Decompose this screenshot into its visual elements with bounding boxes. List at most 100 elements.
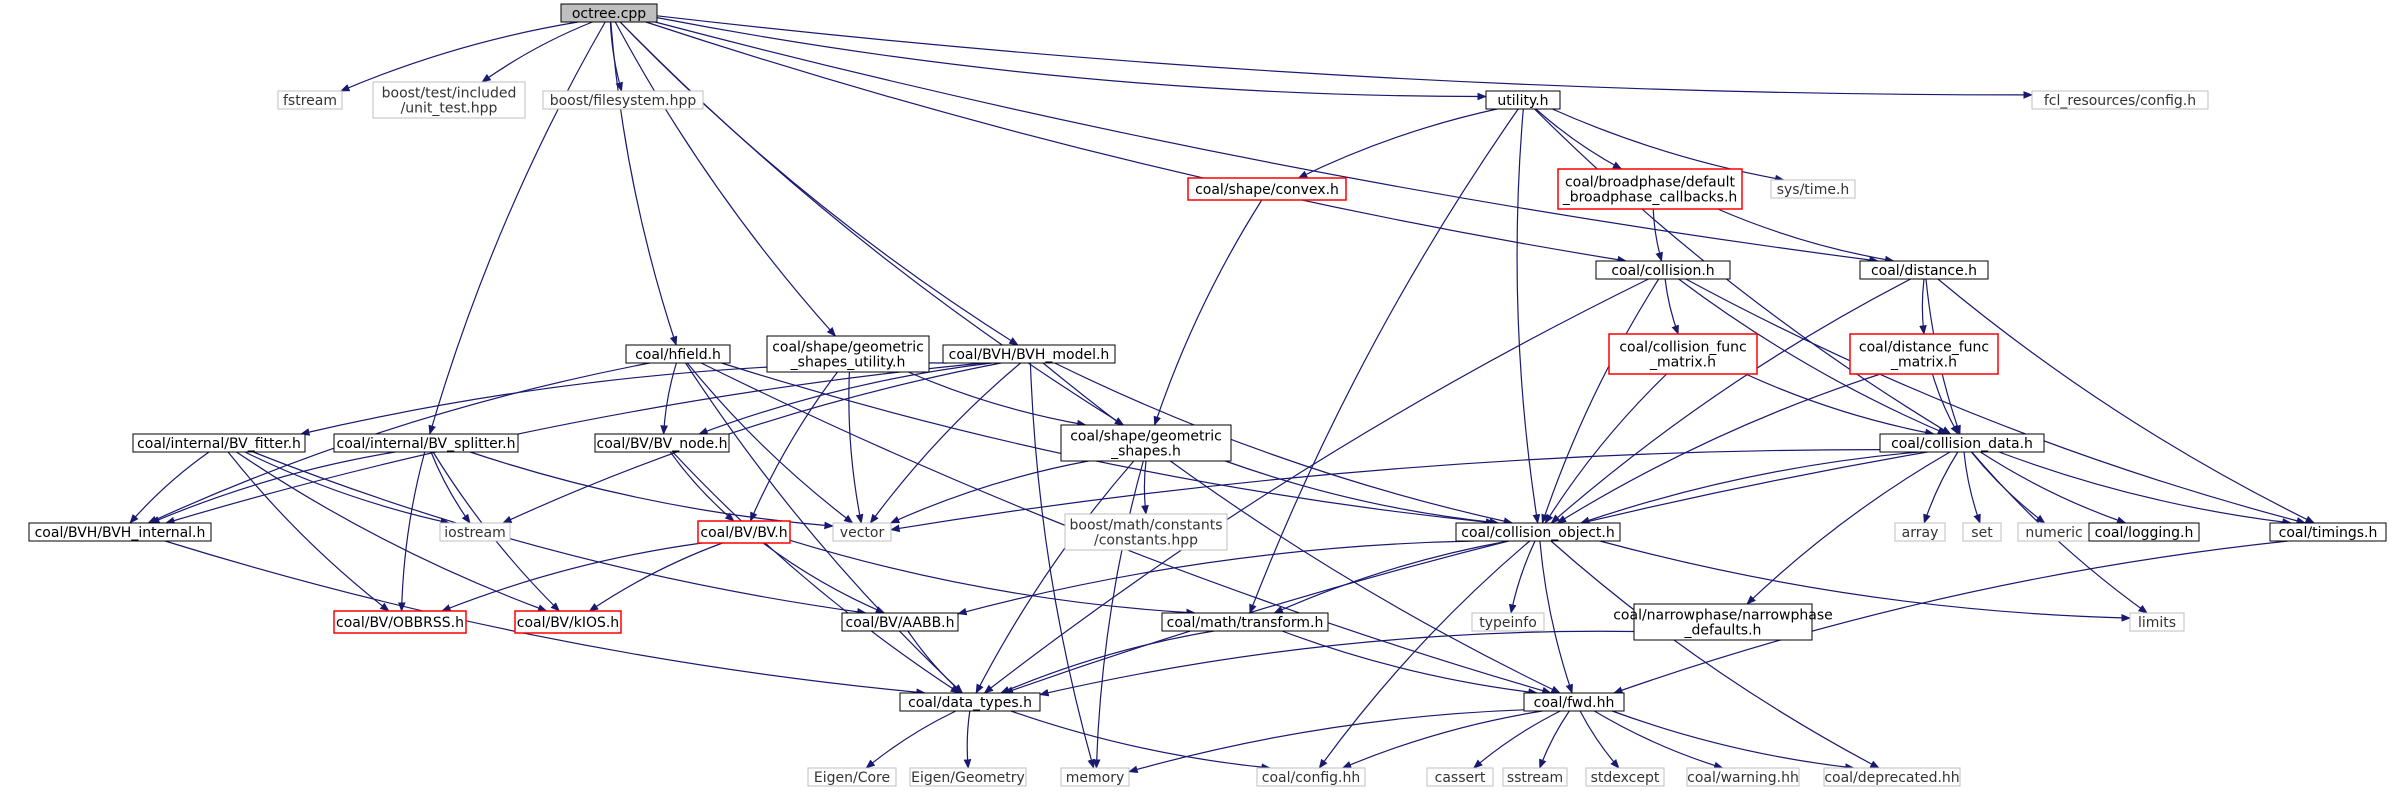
node-box-bv [697,520,791,544]
node-collision_data[interactable]: coal/collision_data.h [1879,433,2045,453]
node-box-kios [514,610,622,634]
node-timings[interactable]: coal/timings.h [2269,522,2387,542]
edge-dist_func_matrix-to-collision_object [1556,373,1881,524]
node-bv_fitter[interactable]: coal/internal/BV_fitter.h [132,433,306,453]
node-box-typeinfo [1471,612,1545,632]
dependency-edges [129,15,2315,774]
edge-hfield-to-data_types [685,362,964,694]
node-box-bvh_internal [28,522,212,542]
node-numeric: numeric [2017,522,2091,542]
node-box-obbrss [333,610,467,634]
node-fwd[interactable]: coal/fwd.hh [1523,692,1625,712]
edge-collision_data-to-set [1963,451,1981,524]
node-box-timings [2269,522,2387,542]
edge-collision-to-coll_func_matrix [1664,278,1679,335]
edge-collision-to-collision_object [1541,278,1660,524]
edge-collision_data-to-logging [1980,451,2127,524]
node-box-memory [1060,767,1130,787]
edge-collision_object-to-limits [1599,540,2131,622]
node-data_types[interactable]: coal/data_types.h [899,692,1041,712]
edge-utility-to-collision_object [1516,108,1541,524]
node-bv_splitter[interactable]: coal/internal/BV_splitter.h [333,433,519,453]
edge-bvh_internal-to-data_types [164,540,926,697]
node-collision_object[interactable]: coal/collision_object.h [1455,522,1621,542]
node-coll_func_matrix[interactable]: coal/collision_func_matrix.h [1608,333,1758,375]
node-box-broadphase_cb [1557,168,1743,210]
node-label-bv_splitter: coal/internal/BV_splitter.h [337,436,516,452]
edge-geom_shapes-to-boost_constants [1141,460,1149,515]
edge-fwd-to-cassert [1472,710,1561,769]
edge-collision_data-to-vector [890,449,1881,533]
edge-bv_splitter-to-bvh_internal [150,451,396,524]
node-dist_func_matrix[interactable]: coal/distance_func_matrix.h [1849,333,1999,375]
node-bv[interactable]: coal/BV/BV.h [697,520,791,544]
edge-bvh_model-to-fwd [1042,362,1561,694]
node-vector: vector [832,522,892,542]
edge-collision_object-to-deprecated [1550,540,1880,769]
edge-fwd-to-coal_config [1341,710,1543,769]
edge-bv_fitter-to-kios [236,451,548,612]
node-octree[interactable]: octree.cpp [560,3,658,23]
node-box-warning [1686,767,1800,787]
edge-data_types-to-eigen_geometry [963,710,972,769]
node-geom_utility[interactable]: coal/shape/geometric_shapes_utility.h [766,335,930,373]
edge-octree-to-utility [656,17,1487,101]
node-cassert: cassert [1426,767,1494,787]
node-box-transform [1161,612,1329,632]
node-utility[interactable]: utility.h [1485,90,1561,110]
node-bv_node[interactable]: coal/BV/BV_node.h [594,433,730,453]
edge-geom_utility-to-geom_shapes [908,371,1087,428]
edge-hfield-to-vector [686,362,854,524]
edge-collision_object-to-aabb [957,540,1475,616]
edge-collision_object-to-coal_config [1318,540,1531,769]
node-label-broadphase_cb-1: _broadphase_callbacks.h [1562,190,1738,206]
node-hfield[interactable]: coal/hfield.h [625,344,731,364]
edge-collision-to-timings [1685,278,2307,525]
edge-data_types-to-coal_config [1010,710,1272,771]
edge-bvh_model-to-bv_node [698,362,992,435]
node-label-geom_shapes-1: _shapes.h [1110,444,1181,460]
node-aabb[interactable]: coal/BV/AABB.h [841,612,959,632]
node-broadphase_cb[interactable]: coal/broadphase/default_broadphase_callb… [1557,168,1743,210]
edge-octree-to-geom_utility [614,21,837,337]
edge-bv_fitter-to-iostream [244,451,451,525]
node-distance[interactable]: coal/distance.h [1859,260,1989,280]
node-obbrss[interactable]: coal/BV/OBBRSS.h [333,610,467,634]
edge-bvh_model-to-collision_object [1054,362,1514,525]
node-label-geom_utility-1: _shapes_utility.h [790,355,906,371]
node-bvh_model[interactable]: coal/BVH/BVH_model.h [942,344,1116,364]
node-box-unit_test [372,81,526,119]
node-label-eigen_geometry: Eigen/Geometry [911,770,1025,786]
node-geom_shapes[interactable]: coal/shape/geometric_shapes.h [1060,424,1232,462]
edge-geom_utility-to-bv [749,371,838,522]
node-bvh_internal[interactable]: coal/BVH/BVH_internal.h [28,522,212,542]
node-label-collision: coal/collision.h [1611,263,1714,279]
node-collision[interactable]: coal/collision.h [1595,260,1731,280]
edge-fwd-to-deprecated [1611,710,1855,771]
node-narrowphase_defaults[interactable]: coal/narrowphase/narrowphase_defaults.h [1613,603,1833,641]
edge-bv-to-kios [588,542,723,612]
edge-coll_func_matrix-to-collision_data [1745,373,1935,437]
node-label-cassert: cassert [1435,770,1486,786]
edge-octree-to-fstream [340,21,579,92]
node-label-bvh_model: coal/BVH/BVH_model.h [949,347,1110,363]
node-kios[interactable]: coal/BV/kIOS.h [514,610,622,634]
node-label-hfield: coal/hfield.h [635,347,721,363]
node-fstream: fstream [277,90,343,110]
node-box-geom_utility [766,335,930,373]
node-box-collision [1595,260,1731,280]
node-transform[interactable]: coal/math/transform.h [1161,612,1329,632]
node-box-vector [832,522,892,542]
node-filesystem: boost/filesystem.hpp [542,90,704,110]
edge-broadphase_cb-to-collision [1652,208,1663,262]
edge-bvh_model-to-bv_fitter [299,362,948,436]
node-label-coll_func_matrix-0: coal/collision_func [1619,340,1746,356]
node-logging[interactable]: coal/logging.h [2088,522,2200,542]
edge-geom_utility-to-vector [848,371,864,524]
node-convex[interactable]: coal/shape/convex.h [1187,177,1347,201]
node-label-numeric: numeric [2025,525,2082,541]
edge-collision_data-to-numeric [1970,451,2046,524]
node-box-iostream [439,522,511,542]
node-label-coll_func_matrix-1: _matrix.h [1649,355,1716,371]
node-label-collision_object: coal/collision_object.h [1461,525,1614,541]
